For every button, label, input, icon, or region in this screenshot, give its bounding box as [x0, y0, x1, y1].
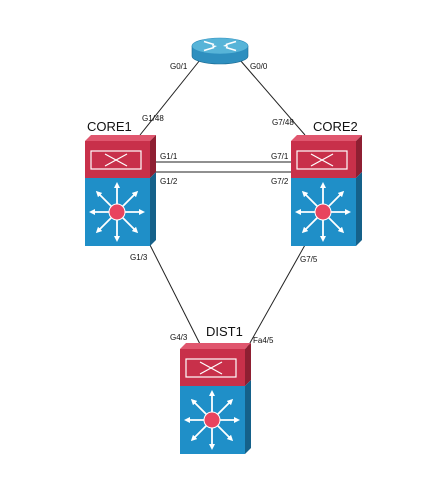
link-router-core1: [139, 59, 201, 136]
port-label-core1-g11: G1/1: [160, 152, 178, 161]
dist1-switch-icon[interactable]: [180, 343, 251, 454]
port-label-core2-g748: G7/48: [272, 118, 294, 127]
dist1-label: DIST1: [206, 324, 243, 339]
port-label-core2-g75: G7/5: [300, 255, 318, 264]
port-label-router-g00: G0/0: [250, 62, 268, 71]
port-label-core1-g12: G1/2: [160, 177, 178, 186]
core2-switch-icon[interactable]: [291, 135, 362, 246]
port-label-core1-g148: G1/48: [142, 114, 164, 123]
router-icon[interactable]: [191, 37, 249, 65]
core2-label: CORE2: [313, 119, 358, 134]
link-core2-dist1: [245, 244, 306, 351]
core1-label: CORE1: [87, 119, 132, 134]
port-label-core2-g71: G7/1: [271, 152, 289, 161]
link-router-core2: [239, 59, 306, 136]
links: [139, 59, 306, 351]
port-label-dist1-g43: G4/3: [170, 333, 188, 342]
port-label-core1-g13: G1/3: [130, 253, 148, 262]
core1-switch-icon[interactable]: [85, 135, 156, 246]
port-label-dist1-fa45: Fa4/5: [253, 336, 274, 345]
link-core1-dist1: [149, 244, 204, 351]
port-label-core2-g72: G7/2: [271, 177, 289, 186]
port-label-router-g01: G0/1: [170, 62, 188, 71]
